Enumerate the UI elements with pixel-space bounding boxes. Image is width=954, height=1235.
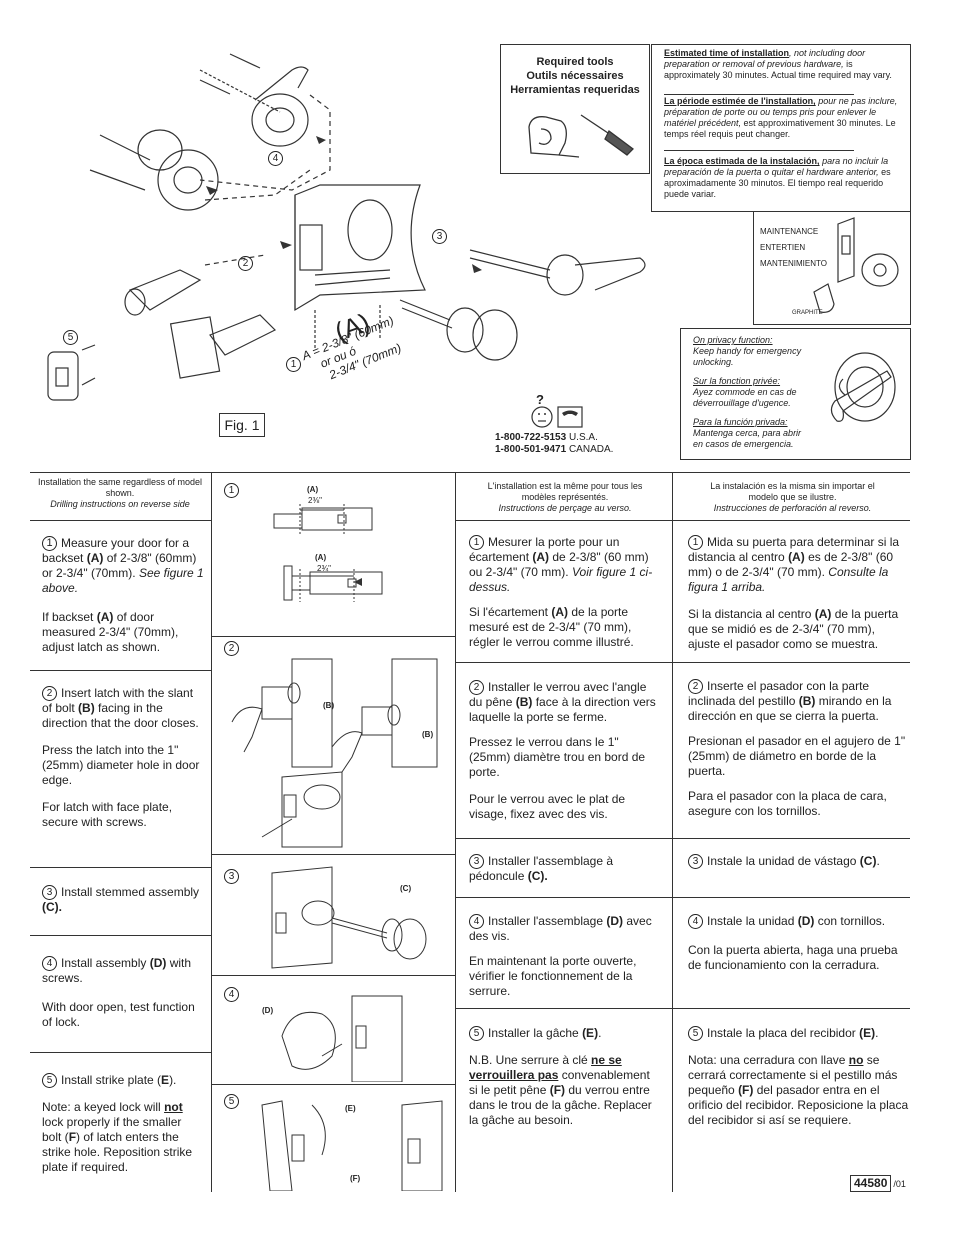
graphite-label: GRAPHITE	[792, 310, 823, 316]
step-number-icon: 5	[688, 1026, 703, 1042]
diagram-value-a-1: 2⅜"	[308, 496, 322, 505]
step-number-icon: 2	[688, 679, 703, 695]
tools-title-en: Required tools	[536, 56, 614, 68]
tools-title-fr: Outils nécessaires	[526, 70, 624, 82]
diagram-step-2: 2 (B) (B)	[212, 637, 454, 853]
diagram-step-4: 4 (D)	[212, 976, 454, 1083]
tools-title-es: Herramientas requeridas	[510, 84, 640, 96]
step-number-icon: 1	[469, 535, 484, 551]
diagram-label-f: (F)	[350, 1174, 361, 1183]
step-number-icon: 2	[224, 641, 239, 656]
step-number-icon: 1	[688, 535, 703, 551]
step-number-icon: 4	[42, 956, 57, 972]
step-number-icon: 3	[469, 854, 484, 870]
fig-callout-4: 4	[268, 151, 287, 167]
step-number-icon: 4	[688, 914, 703, 930]
stem-install-drawing	[271, 866, 427, 969]
step-number-icon: 1	[224, 483, 239, 498]
fig-1-illustration	[30, 40, 670, 460]
document-code: 44580/01	[850, 1174, 906, 1192]
diagram-label-e: (E)	[345, 1104, 356, 1113]
step-number-icon: 1	[42, 536, 57, 552]
diagram-step-3: 3 (C)	[212, 855, 454, 974]
phone-canada[interactable]: 1-800-501-9471	[495, 444, 567, 455]
step-number-icon: 2	[42, 686, 57, 702]
fig-callout-5: 5	[63, 330, 82, 346]
emergency-key-icon	[830, 352, 896, 422]
step-number-icon: 3	[224, 869, 239, 884]
latch-insert-drawing	[231, 658, 438, 848]
strike-plate-drawing	[261, 1100, 443, 1191]
maintenance-en: MAINTENANCE	[760, 227, 819, 236]
diagram-value-a-2: 2¾"	[317, 564, 331, 573]
fig-label: Fig. 1	[219, 413, 265, 437]
question-mark: ?	[536, 392, 544, 407]
step-number-icon: 5	[469, 1026, 484, 1042]
privacy-function-box: On privacy function: Keep handy for emer…	[680, 328, 911, 460]
diagram-label-a-2: (A)	[315, 553, 327, 562]
lock-lubrication-icon	[813, 217, 899, 313]
fig-callout-1: 1	[286, 357, 305, 373]
diagram-label-c: (C)	[400, 884, 412, 893]
step-number-icon: 3	[688, 854, 703, 870]
latch-backset-drawing	[273, 504, 383, 602]
installation-time-box: Estimated time of installation, not incl…	[651, 44, 911, 212]
diagram-label-a-1: (A)	[307, 485, 319, 494]
fig-callout-2: 2	[238, 256, 257, 272]
step-number-icon: 2	[469, 680, 484, 696]
step-number-icon: 5	[224, 1094, 239, 1109]
face-phone-icon	[531, 406, 583, 428]
tape-measure-screwdriver-icon	[528, 114, 634, 158]
phone-usa[interactable]: 1-800-722-5153	[495, 432, 567, 443]
fig-callout-3: 3	[432, 229, 451, 245]
maintenance-fr: ENTERTIEN	[760, 243, 806, 252]
step-number-icon: 4	[469, 914, 484, 930]
step-number-icon: 4	[224, 987, 239, 1002]
diagram-step-1: 1 (A) 2⅜" (A) 2¾"	[212, 474, 454, 634]
maintenance-es: MANTENIMIENTO	[760, 259, 827, 268]
required-tools-box: Required tools Outils nécessaires Herram…	[500, 44, 650, 174]
header-en: Installation the same regardless of mode…	[37, 477, 203, 509]
step-number-icon: 5	[42, 1073, 57, 1089]
diagram-label-d: (D)	[262, 1006, 274, 1015]
diagram-step-5: 5 (E) (F)	[212, 1085, 454, 1192]
maintenance-box: MAINTENANCE ENTERTIEN MANTENIMIENTO GRAP…	[753, 211, 911, 325]
assembly-install-drawing	[281, 995, 403, 1082]
diagram-label-b-2: (B)	[422, 730, 434, 739]
header-fr: L'installation est la même pour tous les…	[487, 481, 643, 513]
diagram-label-b-1: (B)	[323, 701, 335, 710]
header-es: La instalación es la misma sin importar …	[710, 481, 875, 513]
step-number-icon: 3	[42, 885, 57, 901]
